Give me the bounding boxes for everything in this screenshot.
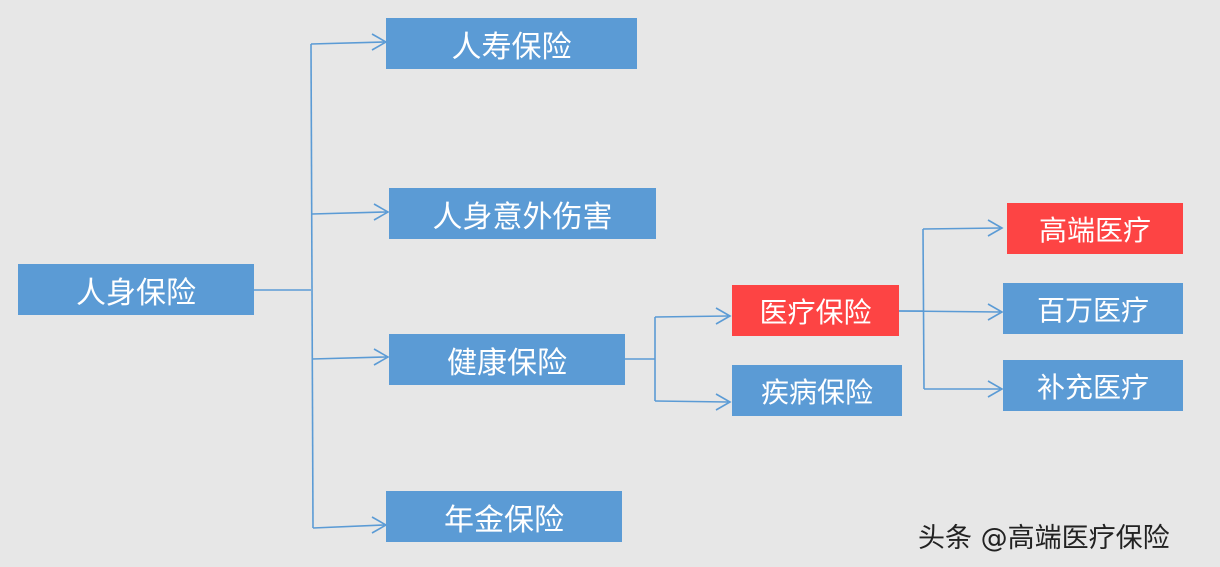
connector-to-disease xyxy=(654,400,729,403)
arrow-million xyxy=(987,303,1004,321)
connector-to-medical xyxy=(654,315,729,318)
node-disease-insurance: 疾病保险 xyxy=(732,365,902,416)
node-million-medical: 百万医疗 xyxy=(1003,283,1183,334)
node-supplementary-medical: 补充医疗 xyxy=(1003,360,1183,411)
node-life-insurance: 人寿保险 xyxy=(386,18,637,69)
arrow-health xyxy=(373,348,390,366)
node-health-insurance: 健康保险 xyxy=(389,334,625,385)
connector-to-life xyxy=(310,41,385,45)
connector-to-accident xyxy=(311,211,387,215)
connector-to-high-end xyxy=(922,227,1001,230)
connector-to-million xyxy=(898,310,1001,313)
node-high-end-medical: 高端医疗 xyxy=(1007,203,1183,254)
connector-medical-vertical xyxy=(922,228,925,390)
arrow-high-end xyxy=(987,219,1004,237)
arrow-supplementary xyxy=(987,380,1004,398)
node-medical-insurance: 医疗保险 xyxy=(732,285,899,336)
node-personal-insurance: 人身保险 xyxy=(18,264,254,315)
arrow-accident xyxy=(373,203,390,221)
node-accident-insurance: 人身意外伤害 xyxy=(389,188,656,239)
arrow-medical xyxy=(715,307,732,325)
connector-to-health xyxy=(311,356,387,360)
connector-trunk-vertical xyxy=(310,43,314,529)
connector-to-annuity xyxy=(312,524,385,529)
node-annuity-insurance: 年金保险 xyxy=(386,491,622,542)
arrow-disease xyxy=(715,393,732,411)
watermark-text: 头条 @高端医疗保险 xyxy=(918,523,1170,554)
